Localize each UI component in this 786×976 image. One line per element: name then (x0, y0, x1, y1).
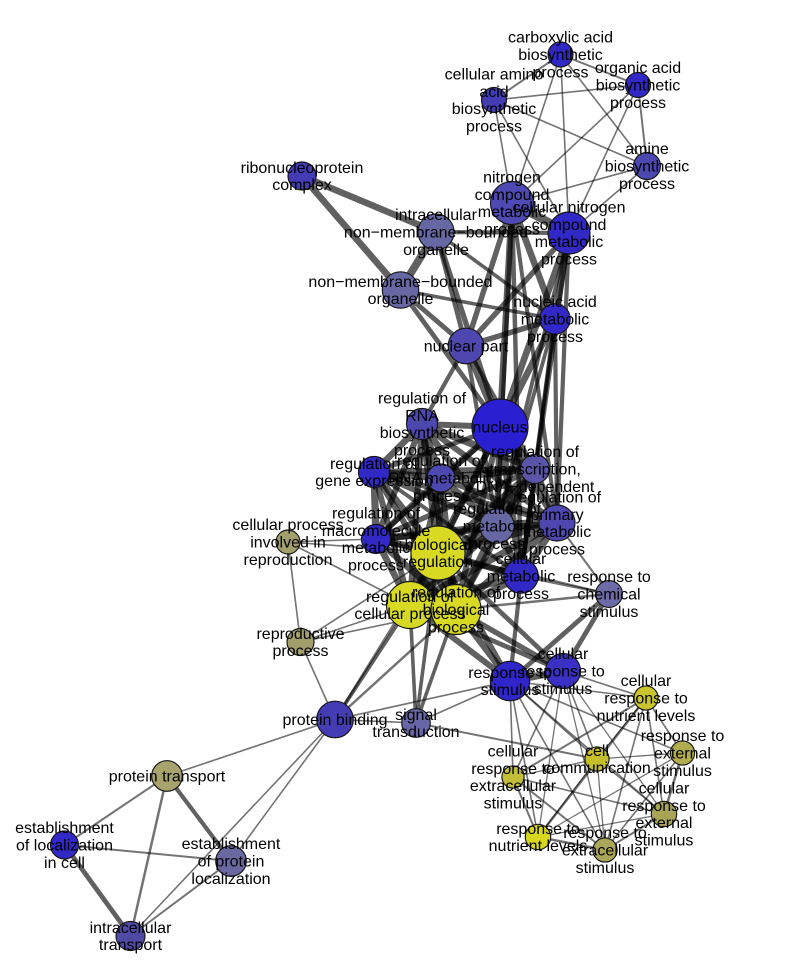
svg-text:nucleus: nucleus (472, 420, 527, 437)
svg-text:nuclear part: nuclear part (424, 339, 509, 356)
svg-text:protein transport: protein transport (109, 769, 226, 786)
svg-text:protein binding: protein binding (283, 712, 388, 729)
